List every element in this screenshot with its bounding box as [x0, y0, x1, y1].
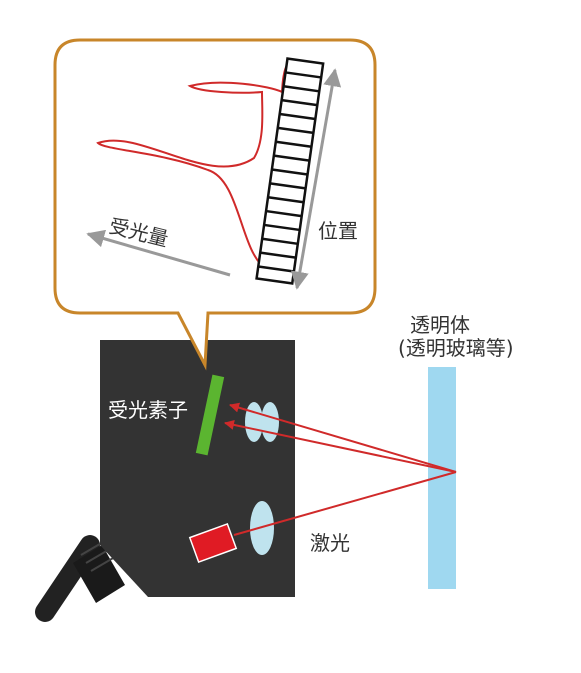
- receiver-element-icon: [195, 374, 225, 456]
- sensor-body: [100, 340, 295, 597]
- transparent-examples-label: (透明玻璃等): [398, 336, 514, 360]
- transparent-body-label: 透明体: [410, 313, 470, 337]
- position-label: 位置: [318, 219, 358, 243]
- cable: [35, 535, 125, 622]
- position-axis-arrow: [290, 68, 342, 290]
- light-profile-curve: [96, 59, 294, 269]
- laser-rays: [224, 402, 457, 536]
- receiving-element-label: 受光素子: [108, 398, 188, 422]
- laser-label: 激光: [310, 531, 350, 555]
- light-amount-axis-arrow: [86, 229, 231, 277]
- zoom-bubble: [53, 38, 377, 371]
- laser-emitter-icon: [188, 522, 238, 564]
